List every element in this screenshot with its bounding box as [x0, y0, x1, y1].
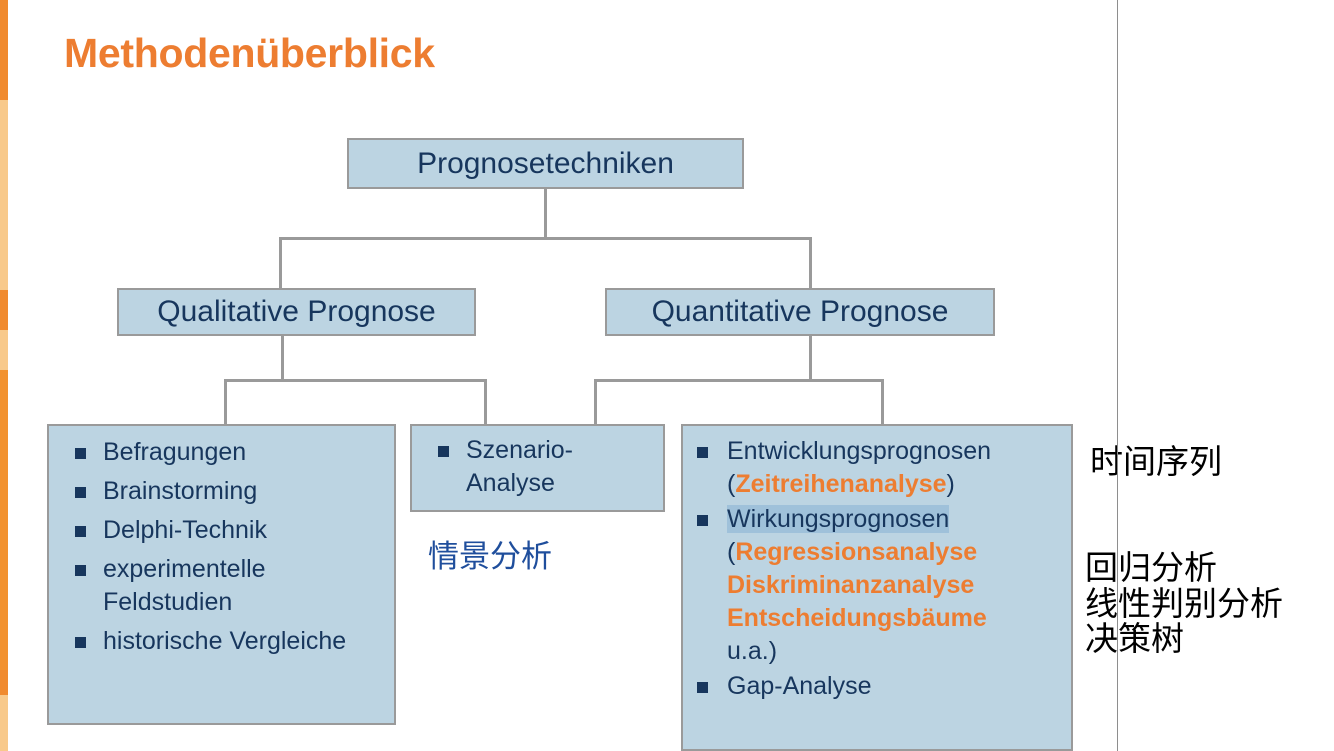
stripe-segment-6: [0, 695, 8, 751]
quantitative-methods-list: Entwicklungsprognosen(Zeitreihenanalyse)…: [683, 435, 1071, 703]
page-boundary-line: [1117, 0, 1118, 751]
connector-to-qual-list: [224, 379, 227, 425]
connector-root-stem: [544, 189, 547, 239]
connector-qualitative-bus: [224, 379, 487, 382]
page-title: Methodenüberblick: [64, 30, 435, 76]
paren-open: (: [727, 538, 736, 566]
list-item[interactable]: experimentelle Feldstudien: [49, 553, 386, 619]
connector-to-qualitative: [279, 237, 282, 289]
node-qualitative-label: Qualitative Prognose: [157, 295, 436, 329]
node-qualitative-methods[interactable]: Befragungen Brainstorming Delphi-Technik…: [47, 424, 396, 725]
list-item[interactable]: historische Vergleiche: [49, 625, 386, 658]
connector-level2-bus: [279, 237, 812, 240]
annotation-line-1: 回归分析: [1085, 549, 1217, 586]
scenario-list: Szenario-Analyse: [412, 434, 663, 500]
list-item[interactable]: Delphi-Technik: [49, 514, 386, 547]
stripe-segment-2: [0, 290, 8, 330]
connector-to-quant-left: [594, 379, 597, 425]
connector-to-scenario: [484, 379, 487, 425]
list-item[interactable]: Brainstorming: [49, 475, 386, 508]
list-item[interactable]: Gap-Analyse: [683, 670, 1063, 703]
list-item[interactable]: Befragungen: [49, 436, 386, 469]
connector-quantitative-bus: [594, 379, 884, 382]
node-quantitative-label: Quantitative Prognose: [651, 295, 949, 329]
item-main-text-highlighted: Wirkungsprognosen: [727, 505, 950, 533]
node-qualitative-prognose[interactable]: Qualitative Prognose: [117, 288, 476, 336]
stripe-segment-1: [0, 100, 8, 290]
left-accent-stripe: [0, 0, 8, 751]
list-item[interactable]: Entwicklungsprognosen (Zeitreihenanalyse): [683, 435, 1063, 501]
annotation-regression-chinese: 回归分析线性判别分析决策树: [1085, 550, 1283, 657]
accent-term: Diskriminanzanalyse: [727, 571, 975, 599]
accent-term: Zeitreihenanalyse: [735, 470, 947, 498]
connector-to-quantitative: [809, 237, 812, 289]
node-quantitative-prognose[interactable]: Quantitative Prognose: [605, 288, 995, 336]
stripe-segment-5: [0, 670, 8, 695]
connector-qualitative-stem: [281, 336, 284, 381]
node-prognosetechniken[interactable]: Prognosetechniken: [347, 138, 744, 189]
paren-close: ): [946, 470, 955, 498]
list-item[interactable]: Szenario-Analyse: [412, 434, 655, 500]
stripe-segment-3: [0, 330, 8, 370]
connector-quantitative-stem: [809, 336, 812, 381]
node-szenario-analyse[interactable]: Szenario-Analyse: [410, 424, 665, 512]
paren-open: (: [727, 470, 736, 498]
node-root-label: Prognosetechniken: [417, 146, 674, 180]
stripe-segment-0: [0, 0, 8, 100]
annotation-timeseries-chinese: 时间序列: [1090, 443, 1222, 480]
connector-to-quant-list: [881, 379, 884, 425]
node-quantitative-methods[interactable]: Entwicklungsprognosen(Zeitreihenanalyse)…: [681, 424, 1073, 751]
stripe-segment-4: [0, 370, 8, 670]
annotation-line-3: 决策树: [1085, 620, 1184, 658]
item-main-text: Entwicklungsprognosen: [727, 437, 992, 465]
accent-term: Regressionsanalyse: [735, 538, 978, 566]
annotation-scenario-chinese: 情景分析: [428, 539, 552, 574]
item-tail-text: u.a.): [727, 637, 778, 665]
accent-term: Entscheidungsbäume: [727, 604, 987, 632]
annotation-line-2: 线性判别分析: [1085, 584, 1283, 622]
qualitative-methods-list: Befragungen Brainstorming Delphi-Technik…: [49, 436, 394, 658]
